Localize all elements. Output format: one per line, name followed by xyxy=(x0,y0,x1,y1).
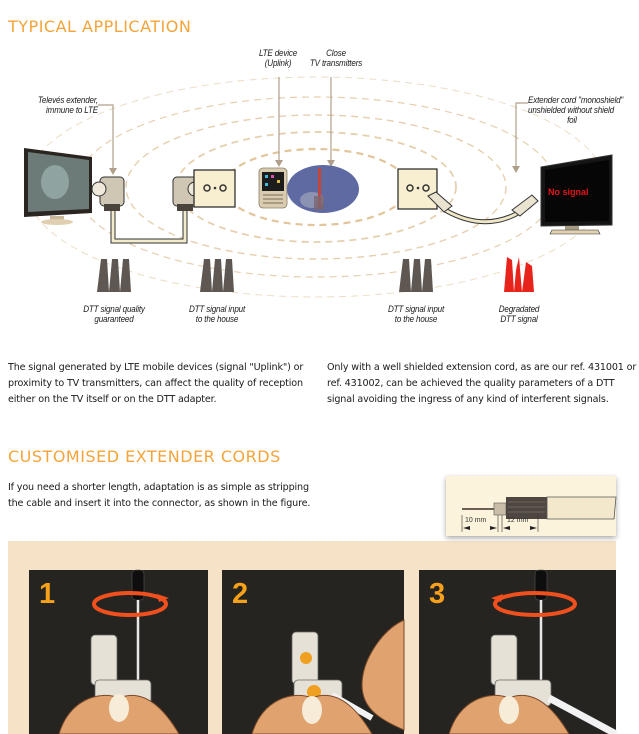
no-signal-message: No signal xyxy=(548,187,589,197)
callout-line: LTE device xyxy=(258,48,298,59)
wave-ring xyxy=(175,131,457,243)
callout-televes-extender: Televés extender, immune to LTE xyxy=(27,96,98,116)
screwdriver-icon xyxy=(534,569,548,601)
lte-phone-icon xyxy=(258,167,288,209)
televes-adapter-icon xyxy=(91,176,125,211)
callout-line: Extender cord "monoshield" xyxy=(528,95,624,106)
label-line: DTT signal quality xyxy=(83,304,145,315)
wall-socket-right-icon xyxy=(397,168,438,210)
callout-close-tv-transmitters: Close TV transmitters xyxy=(302,49,370,69)
step-number: 3 xyxy=(429,578,446,610)
rotation-arrow-icon xyxy=(493,591,577,617)
arrowhead xyxy=(327,160,335,167)
callout-line: foil xyxy=(567,115,577,126)
label-line: to the house xyxy=(394,314,438,325)
rotation-arrow-icon xyxy=(92,591,168,617)
tv-transmitter-image xyxy=(287,165,359,213)
tv-left-icon xyxy=(24,148,92,225)
label-line: guaranteed xyxy=(94,314,134,325)
label-line: to the house xyxy=(195,314,239,325)
wall-socket-left-icon xyxy=(193,169,236,208)
screwdriver-tighten-illustration xyxy=(448,569,618,734)
callout-line: (Uplink) xyxy=(264,58,292,69)
signal-input-icon xyxy=(399,259,433,292)
signal-quality-icon xyxy=(97,259,131,292)
section-title-typical-application: TYPICAL APPLICATION xyxy=(8,17,192,36)
screwdriver-loosen-illustration xyxy=(58,569,180,734)
step-panel-3: 3 xyxy=(419,569,618,734)
lte-interference-diagram: No signal xyxy=(24,76,613,298)
signal-label-degraded: Degradated DTT signal xyxy=(485,305,553,325)
arrowhead xyxy=(512,166,520,173)
cable-stripping-diagram: 10 mm 12 mm xyxy=(446,476,617,536)
strip-length-12mm: 12 mm xyxy=(507,517,529,524)
step-number: 1 xyxy=(39,578,56,610)
arrow-televes-extender xyxy=(98,104,114,170)
wave-ring xyxy=(125,114,507,260)
step-panel-1: 1 xyxy=(29,569,208,734)
cable-plug-icon xyxy=(511,194,539,217)
insert-cable-illustration xyxy=(251,619,405,734)
label-line: DTT signal input xyxy=(387,304,445,315)
shielded-cable xyxy=(110,211,188,244)
label-line: DTT signal input xyxy=(188,304,246,315)
paragraph-adaptation: If you need a shorter length, adaptation… xyxy=(8,482,311,509)
callout-line: immune to LTE xyxy=(46,105,98,116)
signal-input-icon xyxy=(200,259,234,292)
signal-label-input-house-right: DTT signal input to the house xyxy=(382,305,450,325)
stripped-cable-icon xyxy=(461,496,617,532)
degraded-signal-icon xyxy=(504,257,534,292)
callout-line: Close xyxy=(326,48,346,59)
coax-cable-icon xyxy=(547,694,618,734)
callout-line: unshielded without shield xyxy=(528,105,614,116)
callout-arrows xyxy=(98,77,528,170)
callout-line: Televés extender, xyxy=(37,95,98,106)
arrowhead xyxy=(109,168,117,175)
signal-label-quality-guaranteed: DTT signal quality guaranteed xyxy=(80,305,148,325)
strip-length-10mm: 10 mm xyxy=(465,517,487,524)
cable-plug-icon xyxy=(427,191,453,213)
step-panel-2: 2 xyxy=(222,570,405,734)
label-line: DTT signal xyxy=(500,314,538,325)
hand-icon xyxy=(361,619,405,731)
tv-right-icon: No signal xyxy=(540,154,613,235)
label-line: Degradated xyxy=(498,304,540,315)
arrow-extender-cord xyxy=(515,102,528,168)
paragraph-lte-interference: The signal generated by LTE mobile devic… xyxy=(8,362,304,405)
signal-label-input-house-left: DTT signal input to the house xyxy=(183,305,251,325)
callout-lte-device: LTE device (Uplink) xyxy=(248,49,308,69)
step-number: 2 xyxy=(232,578,249,610)
callout-extender-cord: Extender cord "monoshield" unshielded wi… xyxy=(528,96,639,126)
arrowhead xyxy=(275,160,283,167)
section-title-customised-cords: CUSTOMISED EXTENDER CORDS xyxy=(8,447,281,466)
paragraph-shielded-cord: Only with a well shielded extension cord… xyxy=(327,362,637,405)
callout-line: TV transmitters xyxy=(309,58,363,69)
